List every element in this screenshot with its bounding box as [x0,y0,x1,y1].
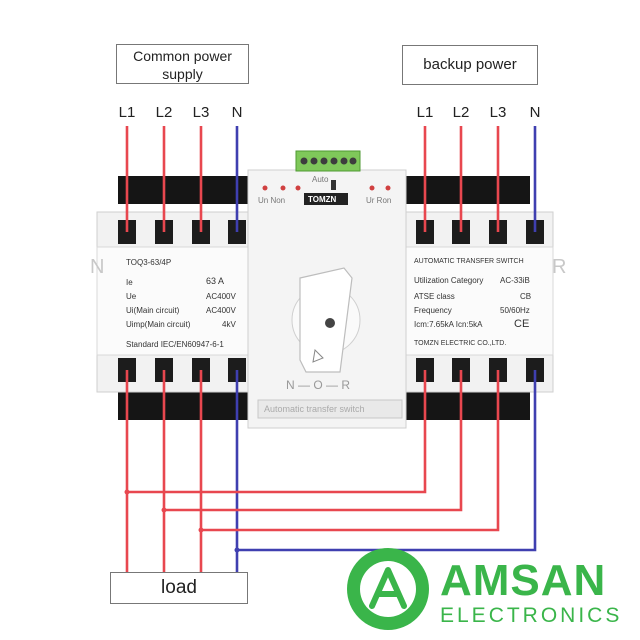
phase-label-right-l2: L2 [452,104,470,121]
backup-power-label: backup power [402,45,538,85]
frequency-label: Frequency [414,306,452,315]
indicator-labels-left: Un Non [258,196,286,205]
brand-badge [304,193,348,205]
ui-label: Ui(Main circuit) [126,306,180,315]
phase-label-left-l3: L3 [192,104,210,121]
brand-logo-a-icon [369,567,407,609]
brand-badge-text: TOMZN [308,195,337,204]
common-power-line1: Common power [133,48,232,64]
phase-label-right-l1: L1 [416,104,434,121]
center-caption: Automatic transfer switch [264,404,365,414]
icm-icn-text: Icm:7.65kA Icn:5kA [414,320,483,329]
ui-value: AC400V [206,306,236,315]
center-caption-plate [257,399,403,419]
knob-screw [325,318,335,328]
uimp-value: 4kV [222,320,236,329]
knob-arrow-icon [312,348,324,363]
ie-label: Ie [126,278,133,287]
indicator-leds [262,180,391,191]
ue-label: Ue [126,292,137,301]
common-power-supply-label: Common power supply [116,44,249,84]
terminal-screws [300,157,357,165]
side-letter-n: N [90,256,105,278]
model-number: TOQ3-63/4P [126,258,172,267]
category-label: Utilization Category [414,276,484,285]
atse-class-value: CB [520,292,532,301]
phase-label-left-l2: L2 [155,104,173,121]
atse-class-label: ATSE class [414,292,455,301]
load-label: load [110,572,248,604]
ce-mark: CE [514,318,530,330]
ie-value: 63 A [206,276,225,286]
phase-label-right-l3: L3 [489,104,507,121]
frequency-value: 50/60Hz [500,306,530,315]
phase-label-right-n: N [529,104,541,121]
phase-label-left-n: N [231,104,243,121]
common-power-line2: supply [162,66,203,82]
backup-supply-wires [423,126,537,232]
phase-label-left-l1: L1 [118,104,136,121]
green-terminal-block [295,150,361,172]
left-label-panel [96,246,250,356]
common-supply-wires [125,126,239,232]
ats-title: AUTOMATIC TRANSFER SWITCH [414,258,524,265]
category-value: AC-33iB [500,276,530,285]
bottom-terminals [118,358,544,382]
indicator-labels-right: Ur Ron [366,196,392,205]
knob-positions: N — O — R [286,378,351,392]
wire-junction-dots [124,489,240,553]
maker-text: TOMZN ELECTRIC CO.,LTD. [414,340,507,347]
standard-text: Standard IEC/EN60947-6-1 [126,340,224,349]
side-letter-r: R [552,256,567,278]
ue-value: AC400V [206,292,236,301]
load-wires [125,370,239,572]
brand-subtitle: ELECTRONICS [440,604,623,627]
brand-name: AMSAN [440,556,607,605]
right-label-panel [404,246,554,356]
indicator-label-center: Auto [312,175,329,184]
uimp-label: Uimp(Main circuit) [126,320,191,329]
backup-output-links [127,370,537,552]
